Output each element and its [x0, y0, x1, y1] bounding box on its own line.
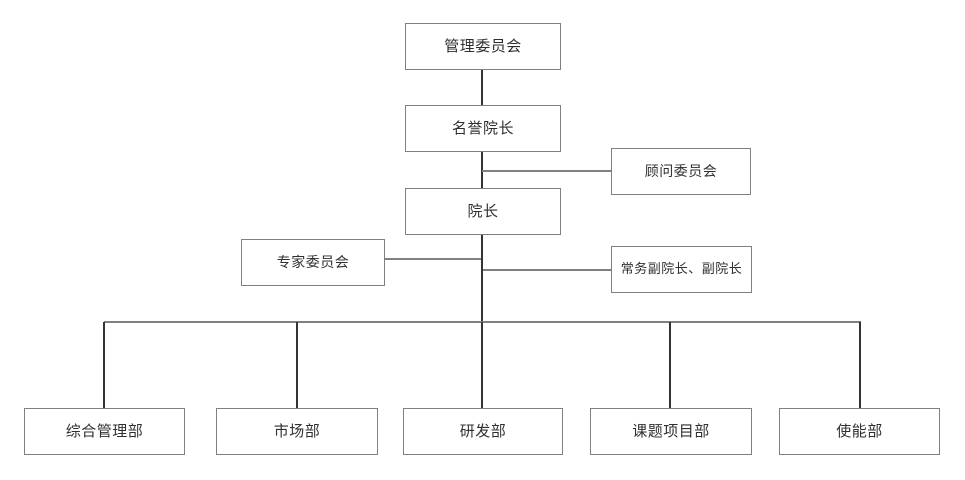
node-label-dean: 院长 [467, 202, 499, 220]
node-label-advisory-committee: 顾问委员会 [644, 163, 718, 180]
node-expert-committee[interactable]: 专家委员会 [241, 239, 385, 286]
node-rd-dept[interactable]: 研发部 [403, 408, 563, 455]
node-enablement-dept[interactable]: 使能部 [779, 408, 940, 455]
node-general-management-dept[interactable]: 综合管理部 [24, 408, 185, 455]
node-dean[interactable]: 院长 [405, 188, 561, 235]
node-vice-deans[interactable]: 常务副院长、副院长 [611, 246, 752, 293]
node-management-committee[interactable]: 管理委员会 [405, 23, 561, 70]
node-label-vice-deans: 常务副院长、副院长 [620, 262, 743, 277]
node-label-management-committee: 管理委员会 [444, 37, 522, 55]
node-label-rd-dept: 研发部 [459, 422, 507, 440]
node-label-honorary-dean: 名誉院长 [451, 119, 514, 137]
node-label-expert-committee: 专家委员会 [276, 254, 350, 271]
node-label-enablement-dept: 使能部 [836, 422, 883, 440]
node-label-marketing-dept: 市场部 [273, 422, 321, 440]
node-marketing-dept[interactable]: 市场部 [216, 408, 378, 455]
node-advisory-committee[interactable]: 顾问委员会 [611, 148, 751, 195]
node-honorary-dean[interactable]: 名誉院长 [405, 105, 561, 152]
node-research-project-dept[interactable]: 课题项目部 [590, 408, 752, 455]
node-label-general-management-dept: 综合管理部 [65, 422, 144, 440]
node-label-research-project-dept: 课题项目部 [632, 422, 710, 440]
